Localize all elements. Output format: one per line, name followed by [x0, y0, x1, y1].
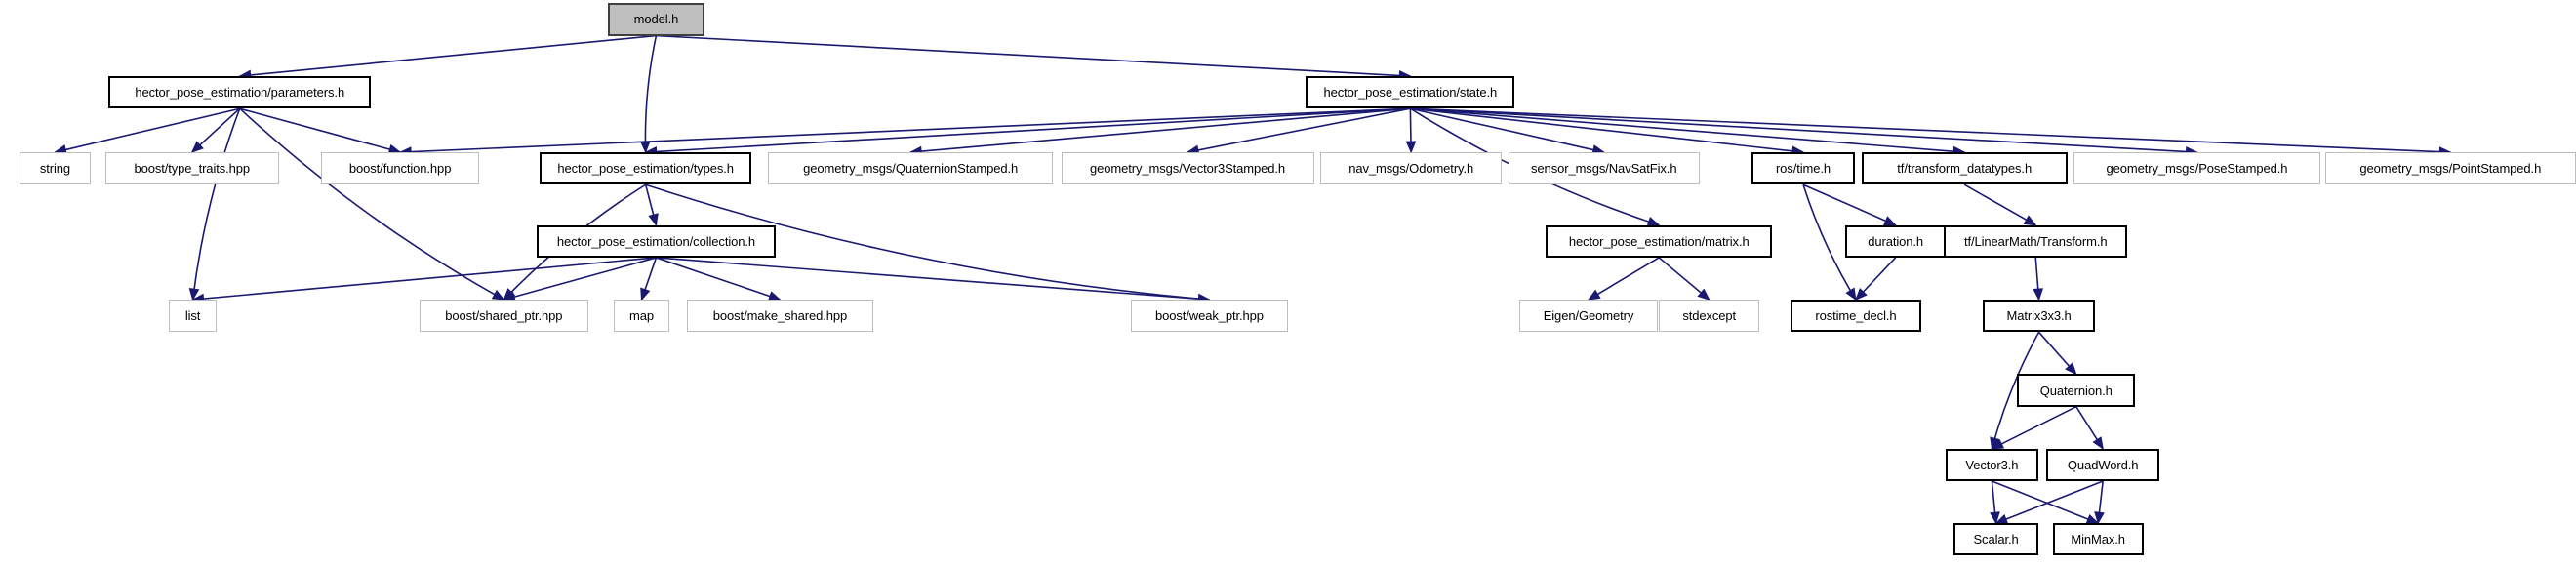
- edge-state-to-quatstamped: [910, 107, 1411, 153]
- edge-collection-to-weakptr: [656, 257, 1210, 301]
- graph-node-sharedptr[interactable]: boost/shared_ptr.hpp: [420, 300, 588, 333]
- edge-collection-to-list: [192, 257, 657, 301]
- graph-node-rostimedecl[interactable]: rostime_decl.h: [1790, 300, 1922, 333]
- edge-collection-to-makeshared: [656, 257, 781, 301]
- graph-node-collection[interactable]: hector_pose_estimation/collection.h: [536, 224, 777, 258]
- edge-state-to-function: [400, 107, 1411, 153]
- edge-parameters-to-list: [191, 107, 241, 301]
- graph-node-vec3stamped[interactable]: geometry_msgs/Vector3Stamped.h: [1061, 152, 1314, 185]
- arrowhead-tfdatatypes-to-tftransform: [2023, 215, 2037, 226]
- graph-node-scalar[interactable]: Scalar.h: [1953, 523, 2038, 556]
- edge-quaternion-to-vector3: [1992, 405, 2077, 450]
- graph-node-matrix[interactable]: hector_pose_estimation/matrix.h: [1546, 224, 1773, 258]
- arrowhead-matrix-to-eigen: [1587, 289, 1601, 301]
- edge-matrix-to-eigen: [1588, 257, 1660, 301]
- graph-node-list[interactable]: list: [168, 300, 218, 333]
- edge-quadword-to-scalar: [1995, 480, 2104, 524]
- graph-node-state[interactable]: hector_pose_estimation/state.h: [1306, 76, 1515, 109]
- edge-rostime-to-duration: [1802, 183, 1896, 226]
- edge-rostime-to-rostimedecl: [1802, 183, 1857, 301]
- edge-model-to-state: [656, 34, 1411, 77]
- edge-state-to-tfdatatypes: [1410, 107, 1965, 153]
- graph-node-eigen[interactable]: Eigen/Geometry: [1519, 300, 1658, 333]
- graph-node-string[interactable]: string: [19, 152, 91, 185]
- edge-parameters-to-function: [239, 107, 401, 153]
- arrowhead-quaternion-to-quadword: [2092, 436, 2104, 450]
- arrowhead-duration-to-rostimedecl: [1855, 288, 1868, 302]
- graph-node-map[interactable]: map: [614, 300, 669, 333]
- edge-state-to-posestamped: [1410, 107, 2197, 153]
- graph-node-makeshared[interactable]: boost/make_shared.hpp: [687, 300, 873, 333]
- graph-node-typetraits[interactable]: boost/type_traits.hpp: [104, 152, 279, 185]
- edge-state-to-types: [645, 107, 1411, 153]
- edge-matrix3x3-to-vector3: [1991, 331, 2040, 450]
- graph-node-quatstamped[interactable]: geometry_msgs/QuaternionStamped.h: [768, 152, 1054, 185]
- arrowhead-matrix3x3-to-quaternion: [2065, 362, 2077, 376]
- arrowhead-parameters-to-sharedptr: [491, 289, 505, 301]
- graph-node-rostime[interactable]: ros/time.h: [1751, 152, 1856, 185]
- edge-state-to-rostime: [1410, 107, 1804, 153]
- edge-model-to-parameters: [239, 34, 657, 77]
- edge-tfdatatypes-to-tftransform: [1963, 183, 2036, 226]
- arrowhead-collection-to-map: [640, 287, 651, 302]
- graph-node-parameters[interactable]: hector_pose_estimation/parameters.h: [108, 76, 372, 109]
- arrowhead-quadword-to-minmax: [2094, 511, 2105, 525]
- arrowhead-state-to-odometry: [1405, 141, 1417, 154]
- graph-node-model[interactable]: model.h: [607, 3, 705, 36]
- edge-state-to-navsatfix: [1410, 107, 1604, 153]
- graph-node-minmax[interactable]: MinMax.h: [2052, 523, 2144, 556]
- graph-node-quaternion[interactable]: Quaternion.h: [2017, 374, 2136, 407]
- edge-state-to-pointstamped: [1410, 107, 2451, 153]
- graph-node-types[interactable]: hector_pose_estimation/types.h: [539, 152, 752, 185]
- graph-node-quadword[interactable]: QuadWord.h: [2046, 448, 2160, 481]
- graph-node-matrix3x3[interactable]: Matrix3x3.h: [1983, 300, 2095, 333]
- graph-node-duration[interactable]: duration.h: [1845, 224, 1947, 258]
- arrowhead-rostime-to-duration: [1882, 216, 1897, 226]
- graph-node-posestamped[interactable]: geometry_msgs/PoseStamped.h: [2073, 152, 2320, 185]
- arrowhead-types-to-collection: [648, 213, 659, 226]
- arrowhead-rostime-to-rostimedecl: [1845, 287, 1857, 302]
- graph-node-function[interactable]: boost/function.hpp: [320, 152, 480, 185]
- edge-model-to-types: [644, 35, 658, 153]
- graph-node-vector3[interactable]: Vector3.h: [1946, 448, 2038, 481]
- graph-node-odometry[interactable]: nav_msgs/Odometry.h: [1320, 152, 1503, 185]
- graph-node-tftransform[interactable]: tf/LinearMath/Transform.h: [1944, 224, 2128, 258]
- graph-node-tfdatatypes[interactable]: tf/transform_datatypes.h: [1861, 152, 2068, 185]
- arrowhead-tftransform-to-matrix3x3: [2033, 288, 2044, 302]
- edge-state-to-vec3stamped: [1187, 107, 1411, 153]
- graph-node-navsatfix[interactable]: sensor_msgs/NavSatFix.h: [1508, 152, 1700, 185]
- edge-types-to-weakptr: [645, 183, 1210, 301]
- edge-collection-to-sharedptr: [503, 257, 657, 301]
- arrowhead-vector3-to-scalar: [1990, 511, 2000, 525]
- arrowhead-quaternion-to-vector3: [1991, 438, 2005, 450]
- graph-node-pointstamped[interactable]: geometry_msgs/PointStamped.h: [2324, 152, 2576, 185]
- graph-node-stdexcept[interactable]: stdexcept: [1659, 300, 1760, 333]
- edge-parameters-to-sharedptr: [239, 107, 504, 301]
- graph-node-weakptr[interactable]: boost/weak_ptr.hpp: [1130, 300, 1288, 333]
- edge-vector3-to-minmax: [1992, 480, 2099, 524]
- arrowhead-parameters-to-typetraits: [190, 141, 204, 153]
- arrowhead-matrix-to-stdexcept: [1697, 288, 1711, 301]
- arrowhead-parameters-to-list: [188, 288, 200, 302]
- edge-parameters-to-string: [55, 107, 240, 153]
